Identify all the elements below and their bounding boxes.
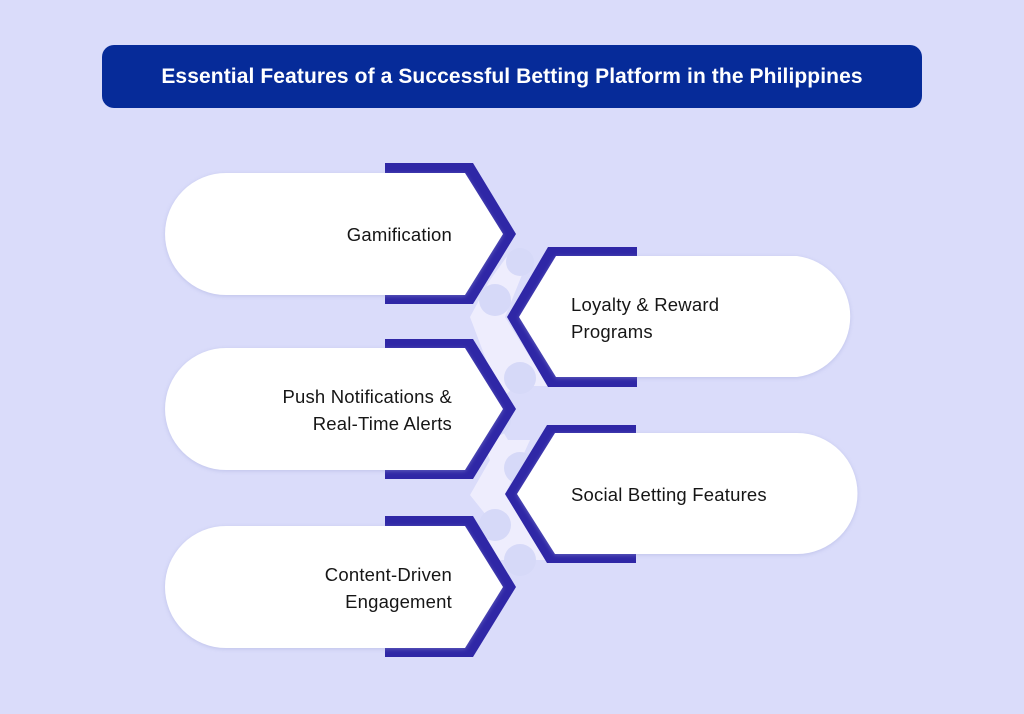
feature-label-line: Loyalty & Reward [571,294,720,315]
feature-label-4: Social Betting Features [571,481,767,508]
feature-shape-3 [165,339,516,479]
feature-label-1: Gamification [347,221,452,248]
feature-shape-4 [505,425,858,563]
pill [165,526,503,648]
pill [517,433,858,554]
feature-shape-1 [165,163,516,304]
pill [165,348,503,470]
feature-label-line: Engagement [345,591,452,612]
feature-label-2: Loyalty & Reward Programs [571,291,719,345]
diagram-title-text: Essential Features of a Successful Betti… [161,64,863,88]
pill [165,173,503,295]
feature-shape-2 [507,247,851,387]
feature-label-line: Gamification [346,224,452,245]
feature-label-line: Social Betting Features [571,484,767,505]
feature-label-line: Content-Driven [324,564,452,585]
feature-shape-5 [165,516,516,657]
feature-label-line: Push Notifications & [282,386,452,407]
diagram-title: Essential Features of a Successful Betti… [102,45,922,108]
pill [519,256,851,377]
feature-label-5: Content-Driven Engagement [325,561,452,615]
feature-label-3: Push Notifications & Real-Time Alerts [282,383,452,437]
feature-label-line: Real-Time Alerts [312,413,452,434]
feature-label-line: Programs [571,321,653,342]
